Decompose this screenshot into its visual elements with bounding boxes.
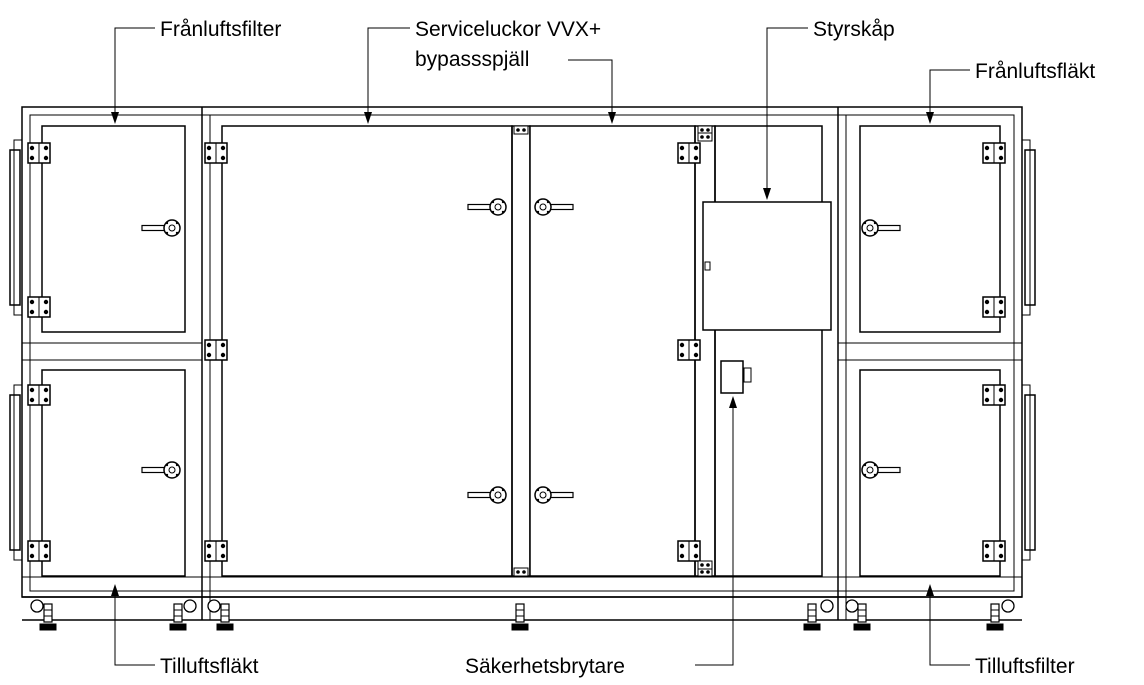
hinge	[982, 296, 1006, 318]
door-handle	[141, 219, 181, 237]
wheel	[845, 599, 859, 613]
wheel	[30, 599, 44, 613]
door-handle	[467, 198, 507, 216]
adjustable-foot	[853, 603, 871, 631]
service-door-right	[529, 125, 696, 577]
left-duct-connections	[9, 139, 23, 561]
adjustable-foot	[511, 603, 529, 631]
door-handle	[861, 219, 901, 237]
adjustable-foot	[39, 603, 57, 631]
post-bolts	[697, 132, 713, 142]
control-column	[714, 125, 823, 577]
label-franluftsfilter: Frånluftsfilter	[160, 18, 281, 41]
door-handle	[141, 461, 181, 479]
door-hinges	[27, 125, 1006, 577]
right-duct-connections	[1021, 139, 1036, 561]
post-bolts	[513, 567, 529, 577]
hinge	[677, 540, 701, 562]
label-sakerhetsbrytare: Säkerhetsbrytare	[465, 655, 625, 678]
hinge	[677, 339, 701, 361]
hinge	[982, 142, 1006, 164]
hinge	[27, 296, 51, 318]
hinge	[204, 540, 228, 562]
door-handles	[141, 198, 901, 504]
wheel	[820, 599, 834, 613]
support-feet	[30, 599, 1015, 631]
hinge	[982, 540, 1006, 562]
adjustable-foot	[986, 603, 1004, 631]
label-styrskap: Styrskåp	[813, 18, 895, 41]
label-tilluftsfilter: Tilluftsfilter	[975, 655, 1075, 678]
hinge	[204, 142, 228, 164]
label-serviceluckor-line2: bypassspjäll	[415, 48, 529, 71]
hinge	[677, 142, 701, 164]
service-door-left	[221, 125, 513, 577]
door-handle	[861, 461, 901, 479]
hinge	[27, 142, 51, 164]
label-franluftsflakt: Frånluftsfläkt	[975, 60, 1095, 83]
door-handle	[467, 486, 507, 504]
post-bolts	[513, 125, 529, 135]
door-handle	[534, 486, 574, 504]
adjustable-foot	[803, 603, 821, 631]
safety-switch	[720, 360, 752, 394]
wheel	[183, 599, 197, 613]
door-handle	[534, 198, 574, 216]
label-serviceluckor-line1: Serviceluckor VVX+	[415, 18, 601, 41]
hinge	[27, 384, 51, 406]
label-tilluftsflakt: Tilluftsfläkt	[160, 655, 259, 678]
hinge	[982, 384, 1006, 406]
wheel	[1001, 599, 1015, 613]
control-cabinet	[702, 201, 832, 331]
wheel	[207, 599, 221, 613]
adjustable-foot	[216, 603, 234, 631]
post-bolts	[697, 560, 713, 570]
hinge	[27, 540, 51, 562]
door-divider-post	[511, 125, 531, 577]
adjustable-foot	[169, 603, 187, 631]
callout-lines	[111, 27, 970, 666]
hinge	[204, 339, 228, 361]
